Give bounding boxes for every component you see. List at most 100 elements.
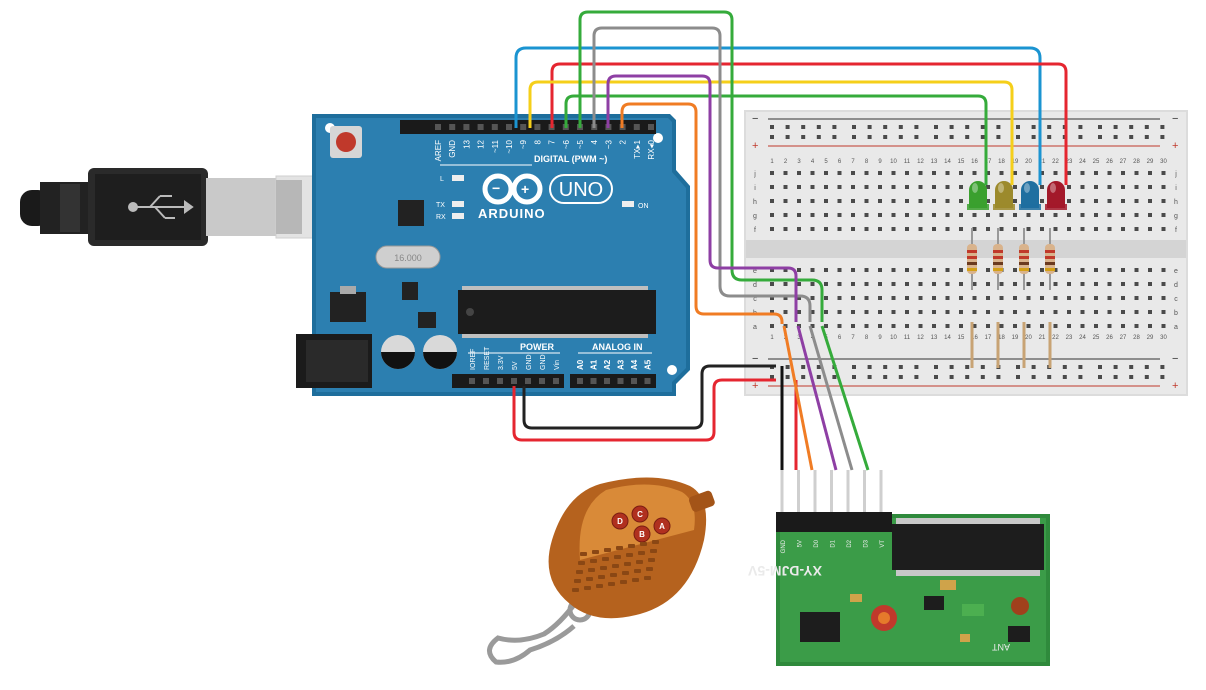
rail-hole (801, 125, 806, 129)
column-number: 7 (851, 335, 855, 341)
column-number: 16 (971, 335, 978, 341)
breadboard-hole (986, 324, 990, 328)
row-letter: c (1174, 296, 1178, 303)
breadboard-hole (972, 282, 977, 286)
column-number: 7 (851, 159, 855, 165)
breadboard-hole (959, 296, 963, 300)
rail-hole (1113, 365, 1118, 369)
rail-hole (965, 135, 970, 139)
breadboard-hole (1080, 282, 1085, 286)
breadboard-hole (851, 310, 855, 314)
rail-hole (1144, 375, 1149, 379)
breadboard-hole (1121, 268, 1125, 272)
column-number: 1 (770, 335, 774, 341)
atmega-chip (458, 290, 656, 334)
digital-pin-label: ~3 (604, 139, 613, 149)
breadboard-hole (1067, 185, 1071, 189)
breadboard-hole (932, 268, 936, 272)
rail-plus-label: + (1172, 380, 1178, 392)
rail-hole (996, 135, 1001, 139)
breadboard-hole (837, 185, 842, 189)
breadboard-hole (1013, 199, 1017, 203)
breadboard-hole (1134, 171, 1139, 175)
rail-hole (852, 125, 856, 129)
breadboard-hole (1067, 227, 1071, 231)
receiver-ant-label: ANT (991, 642, 1010, 652)
breadboard-hole (1094, 296, 1098, 300)
rail-hole (1078, 365, 1083, 369)
column-number: 6 (838, 335, 842, 341)
rail-hole (1047, 135, 1052, 139)
breadboard-hole (851, 282, 855, 286)
remote-grip (604, 548, 611, 552)
remote-grip (608, 582, 615, 586)
leds (967, 181, 1067, 210)
breadboard-hole (851, 268, 855, 272)
rail-hole (1129, 135, 1134, 139)
breadboard-hole (972, 213, 977, 217)
rail-hole (1078, 135, 1083, 139)
column-number: 14 (944, 335, 951, 341)
rail-hole (1113, 135, 1118, 139)
breadboard-hole (1148, 324, 1152, 328)
breadboard-hole (891, 185, 896, 189)
row-letter: a (753, 324, 757, 331)
rail-hole (867, 365, 872, 369)
rail-hole (1016, 125, 1020, 129)
rail-hole (1062, 375, 1067, 379)
breadboard-hole (972, 171, 977, 175)
remote-button-a: A (653, 517, 671, 535)
breadboard-hole (986, 268, 990, 272)
breadboard-hole (1161, 268, 1166, 272)
breadboard-hole (918, 324, 923, 328)
breadboard-hole (959, 268, 963, 272)
column-number: 28 (1133, 335, 1140, 341)
power-label: POWER (520, 342, 555, 352)
resistor (993, 228, 1003, 368)
receiver-pin-label: 5V (798, 540, 804, 547)
rail-hole (898, 125, 903, 129)
breadboard-hole (918, 199, 923, 203)
remote-grip (578, 561, 585, 565)
breadboard-hole (1026, 296, 1031, 300)
breadboard-hole (837, 227, 842, 231)
rail-hole (934, 375, 938, 379)
resistor (1019, 228, 1029, 368)
breadboard-hole (959, 185, 963, 189)
column-number: 10 (890, 335, 897, 341)
breadboard-hole (891, 227, 896, 231)
row-letter: e (1174, 268, 1178, 275)
breadboard-hole (783, 185, 788, 189)
rail-hole (1144, 125, 1149, 129)
breadboard-hole (932, 199, 936, 203)
breadboard-hole (810, 199, 815, 203)
breadboard-hole (932, 282, 936, 286)
remote-grip (646, 567, 653, 571)
breadboard-hole (770, 310, 774, 314)
breadboard-hole (1040, 171, 1044, 175)
breadboard-hole (945, 268, 950, 272)
wire-orange (620, 102, 784, 324)
breadboard-hole (810, 268, 815, 272)
digital-pin-hole (520, 124, 527, 130)
digital-pin-hole (463, 124, 470, 130)
rail-hole (934, 135, 938, 139)
column-number: 29 (1147, 335, 1154, 341)
breadboard-hole (1067, 282, 1071, 286)
breadboard-hole (1013, 324, 1017, 328)
remote-button-label: D (617, 517, 623, 526)
rail-hole (1160, 365, 1165, 369)
rail-hole (914, 135, 919, 139)
breadboard-hole (918, 185, 923, 189)
breadboard-hole (1121, 171, 1125, 175)
breadboard-hole (1067, 268, 1071, 272)
breadboard-hole (824, 324, 828, 328)
breadboard-hole (1134, 282, 1139, 286)
receiver-pin-label: D2 (847, 539, 853, 547)
rail-hole (852, 365, 856, 369)
breadboard-hole (999, 171, 1004, 175)
wire-5v-red (512, 378, 776, 442)
digital-pin-hole (477, 124, 484, 130)
column-number: 21 (1039, 159, 1046, 165)
